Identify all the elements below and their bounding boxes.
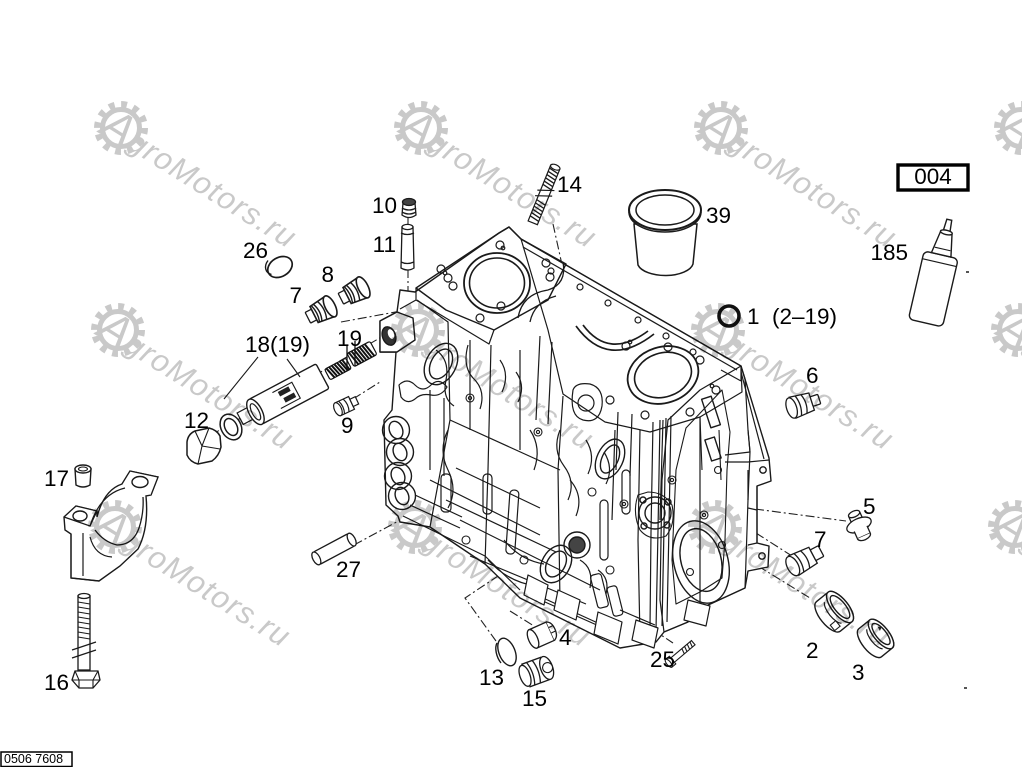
svg-text:19: 19 (337, 326, 362, 351)
svg-text:1: 1 (747, 304, 760, 329)
svg-text:18(19): 18(19) (245, 332, 310, 357)
svg-text:8: 8 (321, 262, 334, 287)
svg-text:004: 004 (914, 164, 952, 189)
svg-text:14: 14 (557, 172, 582, 197)
svg-text:(2–19): (2–19) (772, 304, 837, 329)
svg-text:27: 27 (336, 557, 361, 582)
svg-text:0506 7608: 0506 7608 (4, 752, 63, 766)
svg-text:3: 3 (852, 660, 865, 685)
svg-text:7: 7 (814, 527, 827, 552)
svg-text:13: 13 (479, 665, 504, 690)
svg-text:25: 25 (650, 647, 675, 672)
svg-text:12: 12 (184, 408, 209, 433)
svg-text:15: 15 (522, 686, 547, 711)
svg-text:7: 7 (289, 283, 302, 308)
svg-text:5: 5 (863, 494, 876, 519)
svg-text:9: 9 (341, 413, 354, 438)
svg-text:10: 10 (372, 193, 397, 218)
svg-text:17: 17 (44, 466, 69, 491)
svg-text:26: 26 (243, 238, 268, 263)
svg-text:2: 2 (806, 638, 819, 663)
svg-text:11: 11 (373, 232, 396, 257)
svg-text:39: 39 (706, 203, 731, 228)
svg-text:16: 16 (44, 670, 69, 695)
